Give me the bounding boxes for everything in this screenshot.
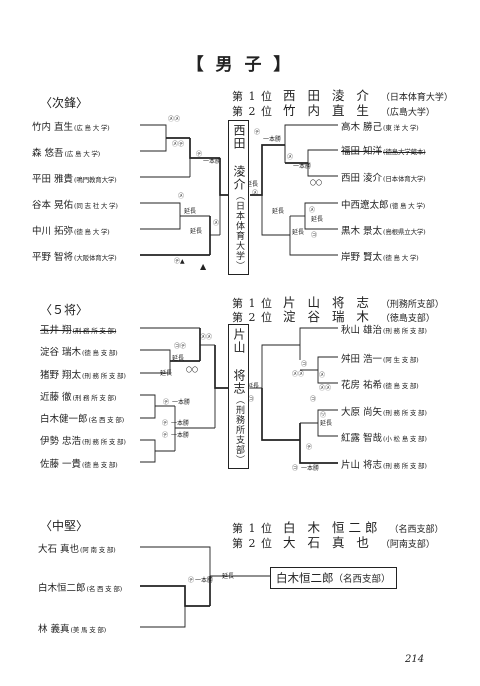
score-mark: ㋢ — [188, 577, 195, 584]
ranking-second: 第 2 位淀 谷 瑞 木（徳島支部） — [232, 309, 435, 324]
score-mark: 一本勝 — [293, 163, 312, 170]
player-entry: 玉井 翔(刑 務 所 支 部) — [40, 325, 117, 336]
score-mark: 延長 — [320, 420, 333, 427]
score-mark: ㋢ — [306, 444, 313, 451]
player-entry: 中川 拓弥(徳 島 大 学) — [32, 226, 110, 237]
score-mark: 延長 — [190, 228, 203, 235]
player-entry: 谷本 晃佑(同 志 社 大 学) — [32, 200, 118, 211]
player-entry: 近藤 徹(刑 務 所 支 部) — [40, 392, 117, 403]
section-winner-box: 西田 淩介（日本体育大学） — [228, 120, 249, 275]
section-winner-box: 白木恒二郎（名西支部） — [270, 567, 397, 589]
score-mark: ㋱㋱ — [319, 385, 332, 392]
score-mark: ㋡ — [320, 412, 327, 419]
page-title: 【 男 子 】 — [186, 55, 294, 75]
score-mark: 一本勝 — [301, 465, 320, 472]
triangle-mark: ▲ — [200, 262, 207, 271]
score-mark: 延長 — [292, 229, 305, 236]
score-mark: ㋱㋱ — [200, 334, 213, 341]
player-entry: 西田 淩介(日本体育大学) — [341, 173, 426, 184]
player-entry: 淀谷 瑞木(徳 島 支 部) — [40, 347, 118, 358]
score-mark: ㋙ — [248, 396, 255, 403]
player-entry: 中西遼太郎(徳 島 大 学) — [341, 200, 425, 211]
player-entry: 高木 勝己(東 洋 大 学) — [341, 122, 419, 133]
player-entry: 花房 祐希(徳 島 支 部) — [341, 380, 419, 391]
player-entry: 佐藤 一貴(徳 島 支 部) — [40, 459, 118, 470]
score-mark: 一本勝 — [172, 399, 191, 406]
score-mark: ㋱㋱ — [292, 371, 305, 378]
player-entry: 白木健一郎(名 西 支 部) — [40, 414, 124, 425]
section-heading: 〈次鋒〉 — [40, 96, 89, 110]
score-mark: ㋱㋢ — [172, 141, 185, 148]
ranking-first: 第 1 位白 木 恒二郎（名西支部） — [232, 520, 444, 535]
player-entry: 舛田 浩一(阿 生 支 部) — [341, 354, 419, 365]
score-mark: ㋱ — [287, 154, 294, 161]
score-mark: ㋙㋢ — [174, 343, 187, 350]
score-mark: ㋱ — [309, 207, 316, 214]
score-mark: ㋢▲ — [174, 258, 185, 265]
score-mark: 一本勝 — [171, 420, 190, 427]
ranking-second: 第 2 位大 石 真 也（阿南支部） — [232, 535, 435, 550]
player-entry: 白木恒二郎(名 西 支 部) — [38, 583, 122, 594]
score-mark: 延長 — [311, 216, 324, 223]
section-winner-box: 片山 将志（刑務所支部） — [228, 324, 249, 469]
player-entry: 福田 知洋(徳島大学蔵本) — [341, 146, 426, 157]
player-entry: 伊勢 忠浩(刑 務 所 支 部) — [40, 436, 126, 447]
player-entry: 紅露 智哉(小 松 島 支 部) — [341, 433, 427, 444]
player-entry: 片山 将志(刑 務 所 支 部) — [341, 460, 427, 471]
score-mark: ㋱ — [319, 372, 326, 379]
score-mark: 〇〇 — [186, 367, 199, 374]
player-entry: 大原 尚矢(刑 務 所 支 部) — [341, 407, 427, 418]
score-mark: 一本勝 — [203, 158, 222, 165]
player-entry: 平田 雅貴(鳴門教育大学) — [32, 174, 117, 185]
player-entry: 大石 真也(阿 南 支 部) — [38, 544, 116, 555]
player-entry: 平野 智将(大阪体育大学) — [32, 252, 117, 263]
score-mark: ㋢ — [163, 399, 170, 406]
page-number: 214 — [405, 654, 425, 665]
score-mark: 延長 — [222, 573, 235, 580]
score-mark: ㋱㋱ — [168, 116, 181, 123]
score-mark: ㋢ — [162, 432, 169, 439]
ranking-first: 第 1 位片 山 将 志（刑務所支部） — [232, 295, 444, 310]
score-mark: 延長 — [272, 208, 285, 215]
player-entry: 黒木 景太(島根県立大学) — [341, 226, 426, 237]
score-mark: 一本勝 — [263, 136, 282, 143]
player-entry: 猪野 翔太(刑 務 所 支 部) — [40, 370, 126, 381]
player-entry: 竹内 直生(広 島 大 学) — [32, 122, 110, 133]
player-entry: 秋山 雄治(刑 務 所 支 部) — [341, 325, 427, 336]
score-mark: ㋙ — [311, 232, 318, 239]
section-heading: 〈５将〉 — [40, 303, 89, 317]
score-mark: ㋱ — [252, 190, 259, 197]
score-mark: 一本勝 — [195, 577, 214, 584]
score-mark: ㋱ — [213, 220, 220, 227]
score-mark: 延長 — [172, 355, 185, 362]
score-mark: 延長 — [246, 181, 259, 188]
score-mark: ㋢ — [162, 420, 169, 427]
score-mark: ㋢ — [254, 129, 261, 136]
score-mark: 延長 — [247, 383, 260, 390]
ranking-second: 第 2 位竹 内 直 生（広島大学） — [232, 103, 435, 118]
section-heading: 〈中堅〉 — [40, 519, 89, 533]
score-mark: ㋢ — [196, 151, 203, 158]
score-mark: ㋙ — [301, 361, 308, 368]
score-mark: 延長 — [160, 370, 173, 377]
player-entry: 林 義真(美 馬 支 部) — [38, 624, 107, 635]
score-mark: 一本勝 — [171, 432, 190, 439]
ranking-first: 第 1 位西 田 淩 介（日本体育大学） — [232, 88, 453, 103]
score-mark: ㋙ — [292, 465, 299, 472]
player-entry: 岸野 賢太(徳 島 大 学) — [341, 252, 419, 263]
score-mark: ㋙ — [310, 396, 317, 403]
score-mark: ㋱ — [178, 193, 185, 200]
player-entry: 森 悠吾(広 島 大 学) — [32, 148, 101, 159]
score-mark: 〇〇 — [310, 180, 323, 187]
score-mark: 延長 — [184, 208, 197, 215]
